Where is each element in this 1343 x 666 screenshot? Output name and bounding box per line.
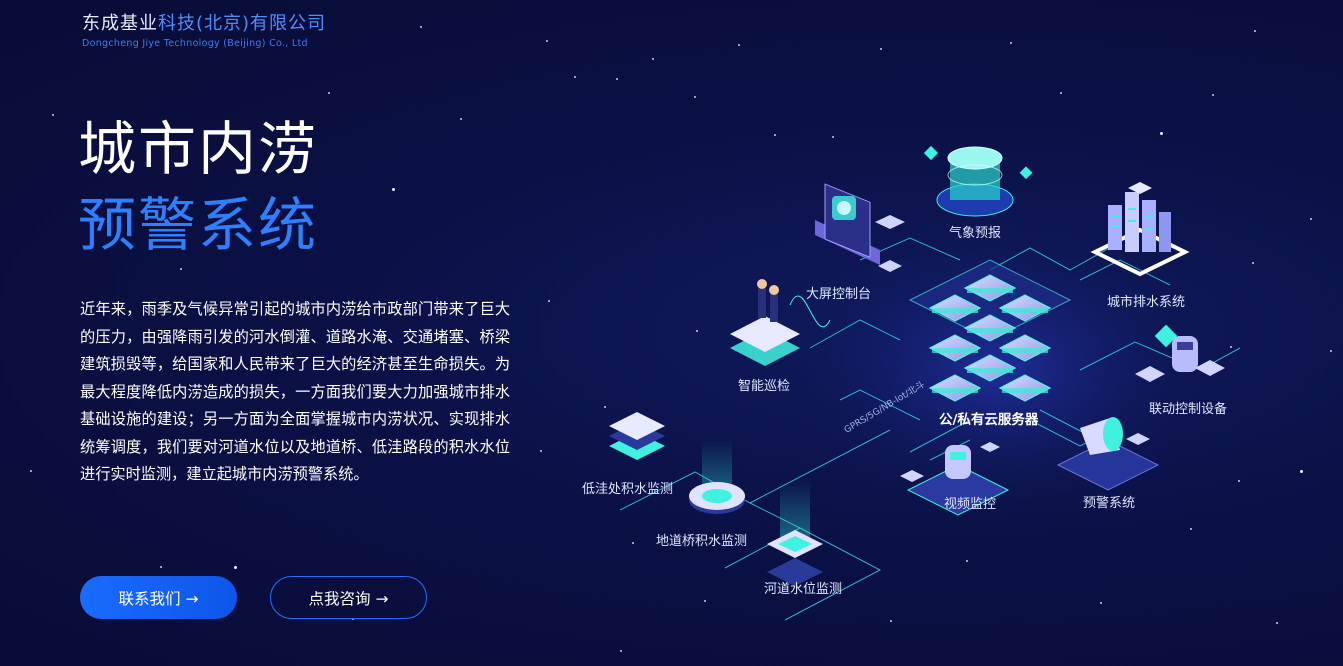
city-drainage-icon — [1090, 182, 1190, 277]
company-name-cn: 东成基业科技(北京)有限公司 — [82, 12, 326, 36]
node-video-label: 视频监控 — [944, 497, 997, 512]
node-alarm-label: 预警系统 — [1083, 496, 1136, 511]
node-patrol-label: 智能巡检 — [738, 379, 791, 394]
company-logo[interactable]: 东成基业科技(北京)有限公司 Dongcheng Jiye Technology… — [82, 12, 326, 49]
video-monitor-icon — [900, 442, 1010, 516]
company-name-white: 东成基业 — [82, 13, 158, 34]
node-linkage-label: 联动控制设备 — [1149, 402, 1228, 417]
company-name-blue: 科技(北京)有限公司 — [158, 13, 327, 34]
river-level-icon — [767, 480, 823, 586]
page-title-line1: 城市内涝 — [78, 115, 319, 183]
weather-forecast-icon — [923, 145, 1033, 217]
big-screen-console-icon — [815, 183, 905, 272]
node-drainage-label: 城市排水系统 — [1107, 295, 1186, 310]
smart-patrol-icon — [730, 279, 831, 366]
system-architecture-diagram: 气象预报 大屏控制台 城市排水系统 智能巡检 联动控制设备 公/私有云服务器 G… — [560, 120, 1343, 662]
diagram-graphics — [609, 145, 1241, 621]
node-screen-label: 大屏控制台 — [806, 287, 872, 302]
consult-button[interactable]: 点我咨询 → — [270, 576, 427, 619]
contact-us-button[interactable]: 联系我们 → — [80, 576, 237, 619]
hero-description: 近年来，雨季及气候异常引起的城市内涝给市政部门带来了巨大的压力，由强降雨引发的河… — [80, 300, 510, 483]
lowland-monitor-icon — [609, 412, 665, 460]
page-title-line2: 预警系统 — [78, 191, 319, 259]
alarm-system-icon — [1056, 417, 1160, 491]
tunnel-monitor-icon — [689, 440, 745, 514]
cloud-server-stack — [908, 259, 1072, 402]
company-name-en: Dongcheng Jiye Technology (Beijing) Co.,… — [82, 38, 308, 49]
node-weather-label: 气象预报 — [949, 226, 1002, 241]
node-tunnel-label: 地道桥积水监测 — [656, 534, 748, 549]
node-lowland-label: 低洼处积水监测 — [582, 482, 674, 497]
core-server-label: 公/私有云服务器 — [939, 412, 1039, 428]
node-river-label: 河道水位监测 — [764, 582, 843, 597]
